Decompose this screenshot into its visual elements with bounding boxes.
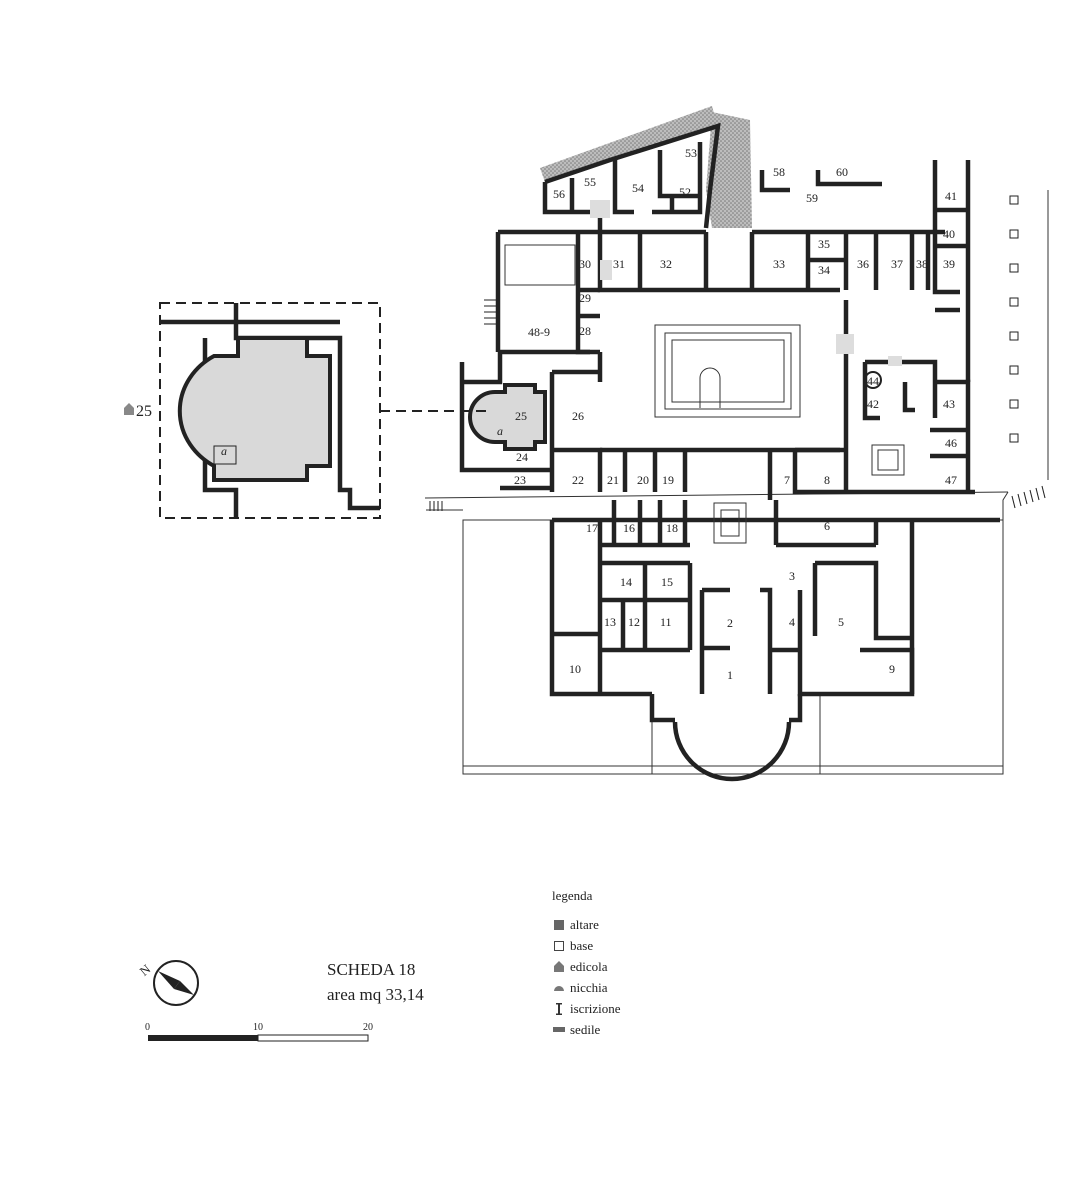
room-label: 42 <box>867 397 879 411</box>
legend-item-edicola: edicola <box>552 956 621 977</box>
legend-item-nicchia: nicchia <box>552 977 621 998</box>
room-label: 31 <box>613 257 625 271</box>
scale-tick-0: 0 <box>145 1022 150 1033</box>
room-label: 34 <box>818 263 830 277</box>
room-label: 6 <box>824 519 830 533</box>
room-label: 47 <box>945 473 957 487</box>
base-icon <box>552 940 566 951</box>
room-label: 9 <box>889 662 895 676</box>
room-label: 46 <box>945 436 957 450</box>
legend-item-sedile: sedile <box>552 1019 621 1040</box>
room-label: 3 <box>789 569 795 583</box>
room-label: 56 <box>553 187 565 201</box>
unexcavated-area <box>540 106 718 182</box>
room-label: 40 <box>943 227 955 241</box>
room-label: 11 <box>660 615 672 629</box>
room-label: 10 <box>569 662 581 676</box>
room-label: 22 <box>572 473 584 487</box>
room-label: 15 <box>661 575 673 589</box>
room-label: 41 <box>945 189 957 203</box>
room-label: 48-9 <box>528 325 550 339</box>
legend-title: legenda <box>552 888 593 903</box>
central-pool <box>654 324 801 418</box>
stairs <box>429 299 1046 511</box>
scale-tick-10: 10 <box>253 1022 263 1033</box>
scale-bar <box>148 1034 369 1042</box>
room-label: 38 <box>916 257 928 271</box>
room-label: 16 <box>623 521 635 535</box>
detail-marker: 25 <box>136 403 152 420</box>
edicola-icon <box>552 961 566 972</box>
court-base <box>871 444 905 476</box>
room-label: 59 <box>806 191 818 205</box>
court-basin <box>713 502 747 544</box>
room-label: 53 <box>685 146 697 160</box>
compass-label: N <box>137 961 154 979</box>
room-label: 55 <box>584 175 596 189</box>
room-label: 14 <box>620 575 632 589</box>
highlight-patches <box>590 200 902 366</box>
room-label: 7 <box>784 473 790 487</box>
room-label: 29 <box>579 291 591 305</box>
inscription-icon <box>552 1002 566 1015</box>
edicola-icon <box>124 403 134 415</box>
room-label: 54 <box>632 181 644 195</box>
legend: legenda altare base edicola nicchia iscr… <box>552 888 621 1040</box>
room-label: 24 <box>516 450 528 464</box>
legend-item-altare: altare <box>552 914 621 935</box>
bench-icon <box>552 1027 566 1032</box>
room-label: 33 <box>773 257 785 271</box>
room-label: 21 <box>607 473 619 487</box>
room-label: 37 <box>891 257 903 271</box>
scale-tick-20: 20 <box>363 1022 373 1033</box>
room-label: 32 <box>660 257 672 271</box>
room-label: 28 <box>579 324 591 338</box>
room-label: 35 <box>818 237 830 251</box>
room-label: 17 <box>586 521 598 535</box>
edicola-25-detail <box>177 336 332 482</box>
room-label: 5 <box>838 615 844 629</box>
room-label: 26 <box>572 409 584 423</box>
room-label: 2 <box>727 616 733 630</box>
room-label: 18 <box>666 521 678 535</box>
room-label: 4 <box>789 615 795 629</box>
room-label: 52 <box>679 185 691 199</box>
room-label: 43 <box>943 397 955 411</box>
room-label: 8 <box>824 473 830 487</box>
niche-icon <box>552 985 566 991</box>
compass-icon <box>153 960 199 1006</box>
sheet-title: SCHEDA 18 <box>327 960 416 979</box>
room-label: 19 <box>662 473 674 487</box>
altar-icon <box>552 919 566 930</box>
walls <box>459 122 1000 782</box>
room-label: 30 <box>579 257 591 271</box>
inset-label-small: a <box>497 424 503 438</box>
room-label: 58 <box>773 165 785 179</box>
room-label: 60 <box>836 165 848 179</box>
room-label: 39 <box>943 257 955 271</box>
room-label: 23 <box>514 473 526 487</box>
edicola-25-plan <box>468 383 547 451</box>
room-label: 13 <box>604 615 616 629</box>
room-label: 12 <box>628 615 640 629</box>
room-label: 44 <box>867 374 879 388</box>
sheet-info: SCHEDA 18 area mq 33,14 <box>327 957 424 1007</box>
legend-item-base: base <box>552 935 621 956</box>
base-markers <box>1009 195 1019 443</box>
room-label: 1 <box>727 668 733 682</box>
room-label: 20 <box>637 473 649 487</box>
legend-item-iscrizione: iscrizione <box>552 998 621 1019</box>
sheet-area: area mq 33,14 <box>327 985 424 1004</box>
room-label: 25 <box>515 409 527 423</box>
room-label: 36 <box>857 257 869 271</box>
inset-label-detail: a <box>221 444 227 458</box>
